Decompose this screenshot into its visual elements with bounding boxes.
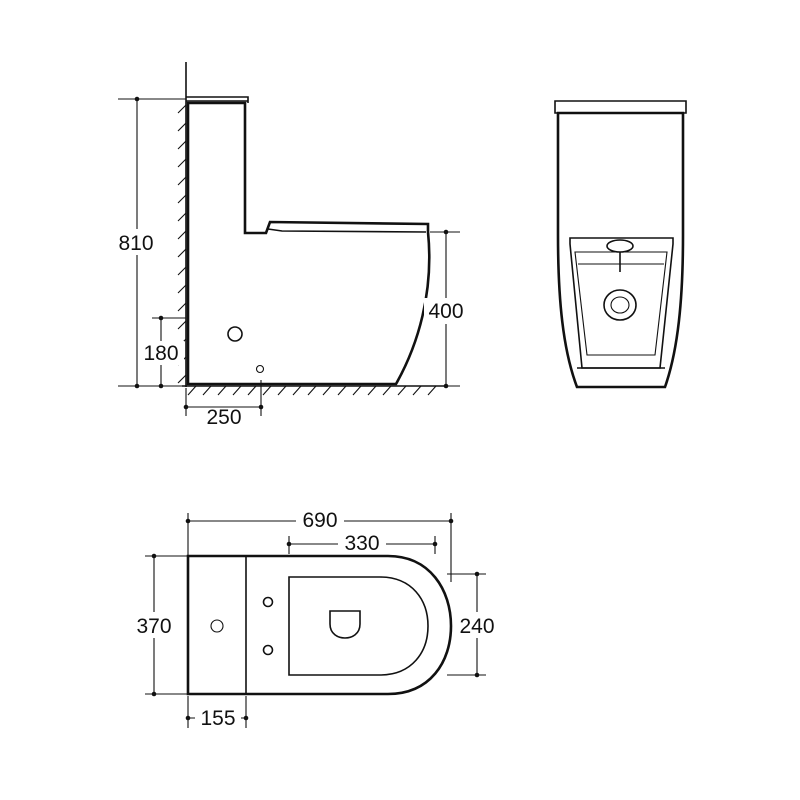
toilet-top-outline	[186, 554, 453, 696]
dim-width-bowl: 240	[447, 571, 500, 678]
dim-rough-in: 250	[183, 380, 264, 429]
hinge-bolt-upper	[262, 596, 274, 608]
trapway-inner	[610, 296, 630, 314]
dim-label-330: 330	[344, 532, 379, 555]
front-view	[554, 100, 687, 389]
top-view: 690 330 370	[130, 507, 500, 730]
dim-height-seat: 400	[424, 229, 468, 389]
front-bowl-inner	[574, 251, 668, 356]
dim-width-total: 370	[130, 553, 188, 697]
dim-label-370: 370	[136, 615, 171, 638]
seat-profile	[267, 228, 427, 233]
toilet-front-outline	[556, 111, 685, 389]
front-tank-lid	[554, 100, 687, 114]
dim-label-250: 250	[206, 406, 241, 429]
dim-height-total: 810	[112, 96, 186, 389]
trapway-opening	[603, 289, 637, 321]
dim-label-690: 690	[302, 509, 337, 532]
dim-tank-depth: 155	[185, 696, 249, 730]
flush-button	[210, 619, 224, 633]
dim-length-total: 690	[185, 507, 454, 582]
dim-label-810: 810	[118, 232, 153, 255]
dim-seat-length: 330	[286, 530, 438, 555]
dim-label-180: 180	[143, 342, 178, 365]
dim-label-155: 155	[200, 707, 235, 730]
bowl-outlet	[329, 610, 361, 639]
outlet-circle	[227, 326, 243, 342]
side-view: 810 180 400 250	[112, 62, 468, 429]
toilet-side-profile	[186, 101, 431, 386]
hinge-bolt-lower	[262, 644, 274, 656]
floor-hatch	[187, 385, 437, 396]
dim-height-outlet: 180	[140, 315, 186, 389]
wall-hatch	[177, 104, 187, 384]
dim-label-400: 400	[428, 300, 463, 323]
seat-outline	[288, 576, 429, 676]
dim-label-240: 240	[459, 615, 494, 638]
inlet-circle	[255, 364, 265, 374]
